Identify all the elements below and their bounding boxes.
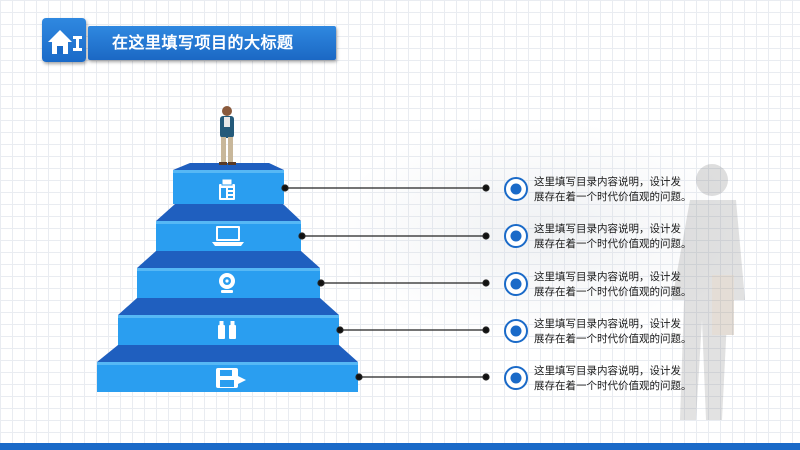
list-item: 这里填写目录内容说明，设计发 展存在着一个时代价值观的问题。 — [534, 175, 714, 205]
step-3 — [137, 251, 320, 298]
footer-bar — [0, 443, 800, 450]
floppy-disk-icon — [216, 368, 246, 388]
businessman-silhouette — [672, 164, 745, 420]
home-icon — [48, 30, 82, 54]
item-text-line: 展存在着一个时代价值观的问题。 — [534, 333, 692, 345]
list-item: 这里填写目录内容说明，设计发 展存在着一个时代价值观的问题。 — [534, 222, 714, 252]
bullet-icon — [504, 366, 528, 390]
page-title: 在这里填写项目的大标题 — [112, 33, 294, 52]
bullet-icon — [504, 177, 528, 201]
webcam-icon — [219, 273, 235, 293]
connector-lines — [281, 184, 490, 381]
person-figure — [219, 106, 236, 165]
list-item: 这里填写目录内容说明，设计发 展存在着一个时代价值观的问题。 — [534, 317, 714, 347]
fax-icon — [219, 178, 235, 200]
bullet-icon — [504, 272, 528, 296]
list-item: 这里填写目录内容说明，设计发 展存在着一个时代价值观的问题。 — [534, 364, 714, 394]
item-text-line: 这里填写目录内容说明，设计发 — [534, 176, 681, 188]
bullet-icon — [504, 319, 528, 343]
header-icon-box — [42, 18, 86, 62]
item-text-line: 这里填写目录内容说明，设计发 — [534, 223, 681, 235]
step-4 — [118, 298, 339, 345]
header-title-bar — [88, 26, 336, 60]
item-text-line: 展存在着一个时代价值观的问题。 — [534, 238, 692, 250]
step-5 — [97, 345, 358, 392]
world-map-watermark — [330, 120, 750, 340]
laptop-icon — [212, 226, 244, 246]
item-text-line: 这里填写目录内容说明，设计发 — [534, 318, 681, 330]
list-item: 这里填写目录内容说明，设计发 展存在着一个时代价值观的问题。 — [534, 270, 714, 300]
item-text-line: 展存在着一个时代价值观的问题。 — [534, 286, 692, 298]
bullet-markers — [504, 177, 528, 390]
item-text-line: 展存在着一个时代价值观的问题。 — [534, 191, 692, 203]
item-text-line: 展存在着一个时代价值观的问题。 — [534, 380, 692, 392]
item-text-line: 这里填写目录内容说明，设计发 — [534, 271, 681, 283]
item-text-line: 这里填写目录内容说明，设计发 — [534, 365, 681, 377]
bullet-icon — [504, 224, 528, 248]
usb-drive-icon — [218, 321, 236, 339]
